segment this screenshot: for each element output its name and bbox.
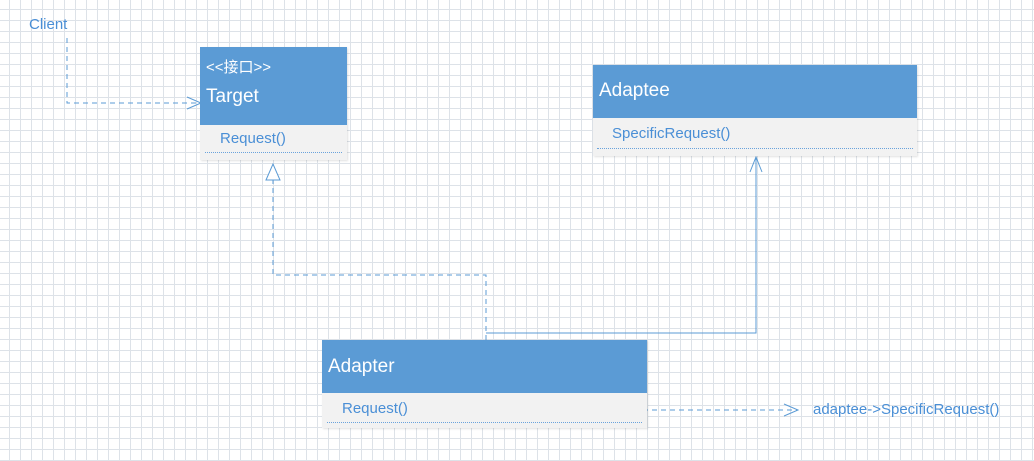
note-link-arrowhead	[783, 403, 800, 417]
adapter-class[interactable]: Adapter Request()	[322, 340, 647, 428]
adaptee-operation-underline	[597, 148, 913, 149]
adaptee-class[interactable]: Adaptee SpecificRequest()	[593, 65, 917, 156]
target-class-header: <<接口>> Target	[200, 47, 347, 125]
target-class-name: Target	[206, 86, 259, 107]
adaptee-call-note: adaptee->SpecificRequest()	[813, 401, 1000, 418]
association-line	[486, 157, 757, 334]
target-stereotype: <<接口>>	[206, 59, 272, 76]
adapter-operation-underline	[327, 422, 642, 423]
adapter-operation-request: Request()	[342, 400, 408, 417]
target-operation-underline	[205, 152, 342, 153]
adapter-class-header: Adapter	[322, 340, 647, 393]
adaptee-class-name: Adaptee	[599, 80, 670, 101]
target-class[interactable]: <<接口>> Target Request()	[200, 47, 347, 160]
adapter-class-name: Adapter	[328, 356, 395, 377]
client-dependency-line	[66, 38, 200, 104]
target-operation-request: Request()	[220, 130, 286, 147]
adapter-operations: Request()	[322, 393, 647, 428]
target-operations: Request()	[200, 125, 347, 160]
client-label: Client	[29, 16, 68, 33]
adaptee-class-header: Adaptee	[593, 65, 917, 118]
adaptee-operations: SpecificRequest()	[593, 118, 917, 156]
realization-line	[272, 180, 487, 340]
realization-triangle	[265, 162, 281, 181]
association-arrowhead	[749, 155, 763, 173]
adaptee-operation-specific-request: SpecificRequest()	[612, 125, 731, 142]
